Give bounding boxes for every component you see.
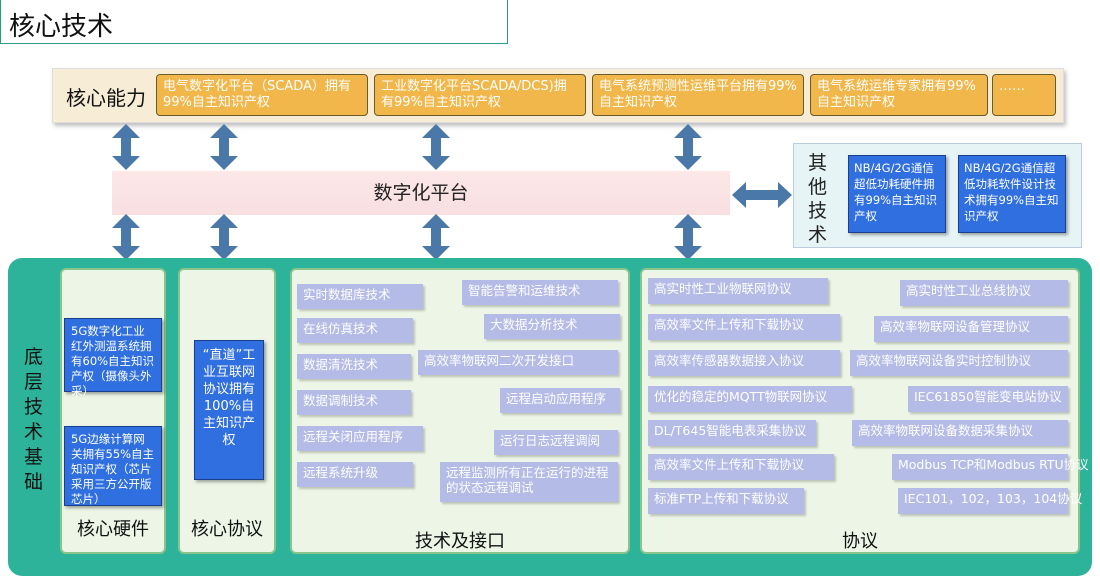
tech-item: 远程关闭应用程序: [297, 426, 423, 451]
protocol-item: IEC61850智能变电站协议: [908, 386, 1068, 412]
protocol-label: 协议: [842, 531, 878, 552]
core-capability-label: 核心能力: [66, 86, 146, 110]
protocol-item: 高效率物联网设备管理协议: [874, 316, 1068, 342]
protocol-item-zhidao: “直道”工业互联网协议拥有100%自主知识产权: [194, 340, 264, 480]
tech-item: 大数据分析技术: [484, 314, 620, 339]
tech-item: 高效率物联网二次开发接口: [418, 350, 618, 375]
protocol-item: Modbus TCP和Modbus RTU协议: [892, 454, 1089, 480]
core-item-predictive-maintenance: 电气系统预测性运维平台拥有99%自主知识产权: [592, 74, 804, 116]
protocol-item: 高效率物联网设备实时控制协议: [850, 350, 1068, 376]
protocol-item: 高效率文件上传和下载协议: [648, 314, 840, 340]
tech-item: 数据调制技术: [297, 390, 411, 415]
digital-platform: 数字化平台: [112, 171, 730, 215]
protocol-item: 高实时性工业物联网协议: [648, 278, 828, 304]
other-tech-software: NB/4G/2G通信超低功耗软件设计技术拥有99%自主知识产权: [958, 155, 1066, 233]
double-arrow-icon: [420, 124, 452, 170]
core-item-expert-system: 电气系统运维专家拥有99%自主知识产权: [810, 74, 988, 116]
tech-item: 智能告警和运维技术: [462, 280, 618, 305]
other-tech-hardware: NB/4G/2G通信超低功耗硬件拥有99%自主知识产权: [848, 155, 946, 233]
tech-interface-label: 技术及接口: [415, 531, 505, 552]
page-title: 核心技术: [0, 0, 508, 44]
tech-item: 远程监测所有正在运行的进程的状态远程调试: [440, 462, 618, 502]
tech-item: 数据清洗技术: [297, 354, 411, 379]
base-foundation-label: 底层技术基础: [24, 346, 44, 493]
double-arrow-icon: [672, 214, 704, 260]
hardware-item-edge-gateway: 5G边缘计算网关拥有55%自主知识产权（芯片采用三方公开版芯片）: [64, 426, 162, 506]
double-arrow-icon: [732, 180, 792, 214]
core-hardware-label: 核心硬件: [77, 519, 149, 540]
protocol-item: 标准FTP上传和下载协议: [648, 488, 804, 514]
core-hardware-panel: [60, 268, 166, 554]
double-arrow-icon: [110, 124, 142, 170]
other-tech-label: 其他技术: [808, 152, 828, 246]
tech-item: 实时数据库技术: [297, 284, 423, 309]
tech-item: 远程系统升级: [297, 462, 413, 487]
protocol-item: DL/T645智能电表采集协议: [648, 420, 816, 446]
tech-item: 远程启动应用程序: [500, 388, 620, 413]
tech-item: 运行日志远程调阅: [494, 430, 618, 455]
double-arrow-icon: [672, 124, 704, 170]
core-protocol-label: 核心协议: [191, 519, 263, 540]
core-item-industrial-scada-dcs: 工业数字化平台SCADA/DCS)拥有99%自主知识产权: [374, 74, 586, 116]
protocol-item: IEC101，102，103，104协议: [898, 488, 1082, 514]
protocol-item: 高效率传感器数据接入协议: [648, 350, 840, 376]
double-arrow-icon: [420, 214, 452, 260]
protocol-item: 高实时性工业总线协议: [900, 280, 1068, 306]
protocol-item: 优化的稳定的MQTT物联网协议: [648, 386, 852, 412]
tech-item: 在线仿真技术: [297, 318, 413, 343]
core-item-more: ……: [992, 74, 1056, 116]
protocol-item: 高效率文件上传和下载协议: [648, 454, 834, 480]
protocol-item: 高效率物联网设备数据采集协议: [852, 420, 1068, 446]
double-arrow-icon: [208, 214, 240, 260]
core-item-scada: 电气数字化平台（SCADA）拥有99%自主知识产权: [156, 74, 368, 116]
double-arrow-icon: [110, 214, 142, 260]
hardware-item-infrared: 5G数字化工业红外测温系统拥有60%自主知识产权（摄像头外采）: [64, 318, 162, 398]
double-arrow-icon: [208, 124, 240, 170]
